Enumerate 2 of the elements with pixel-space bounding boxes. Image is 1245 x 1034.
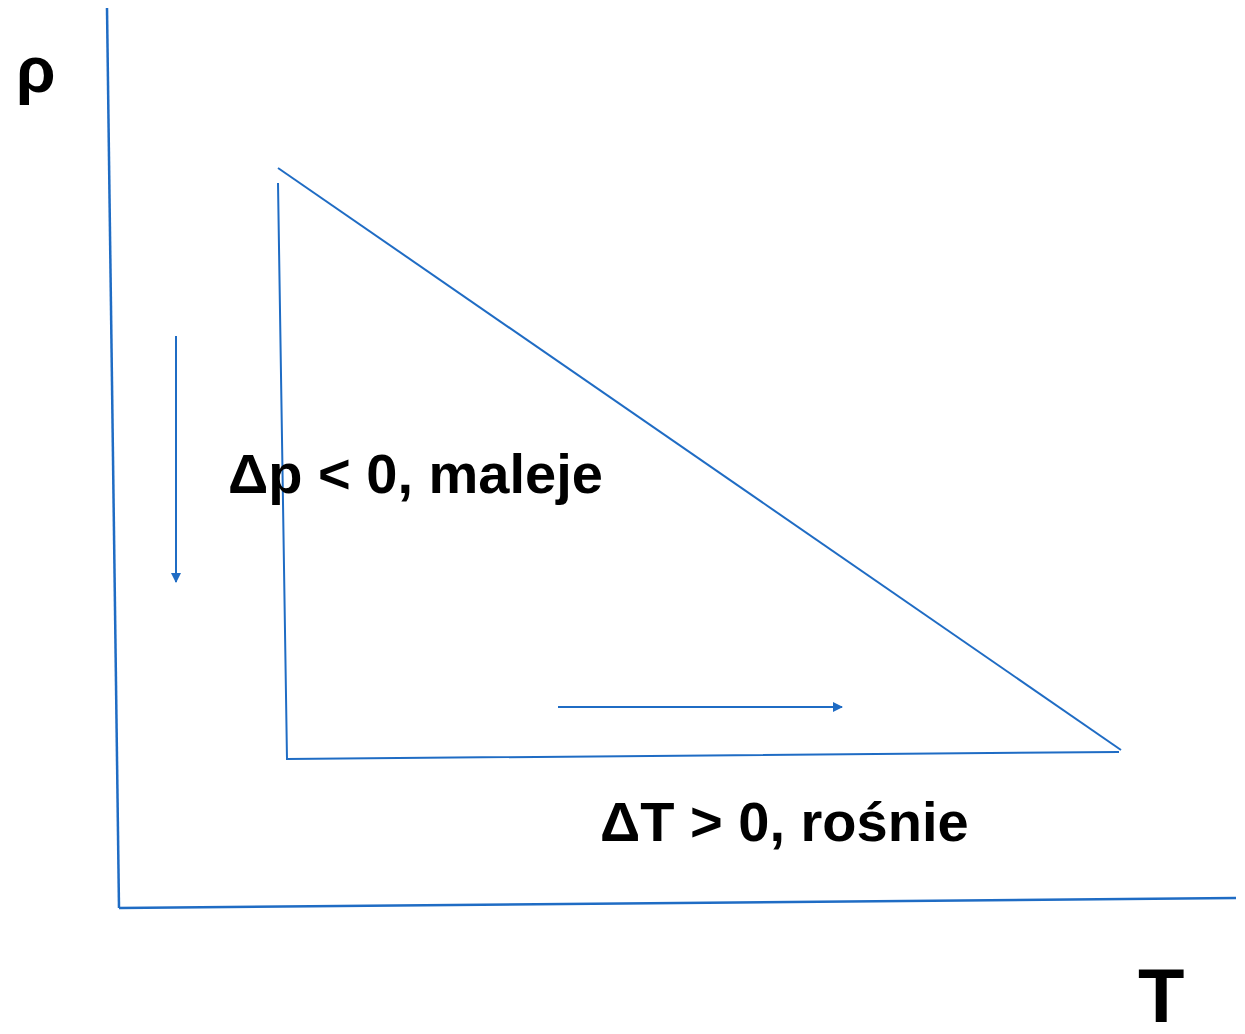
- axis-label: T: [1138, 958, 1185, 1034]
- annotation-text: ΔT > 0, rośnie: [600, 794, 969, 850]
